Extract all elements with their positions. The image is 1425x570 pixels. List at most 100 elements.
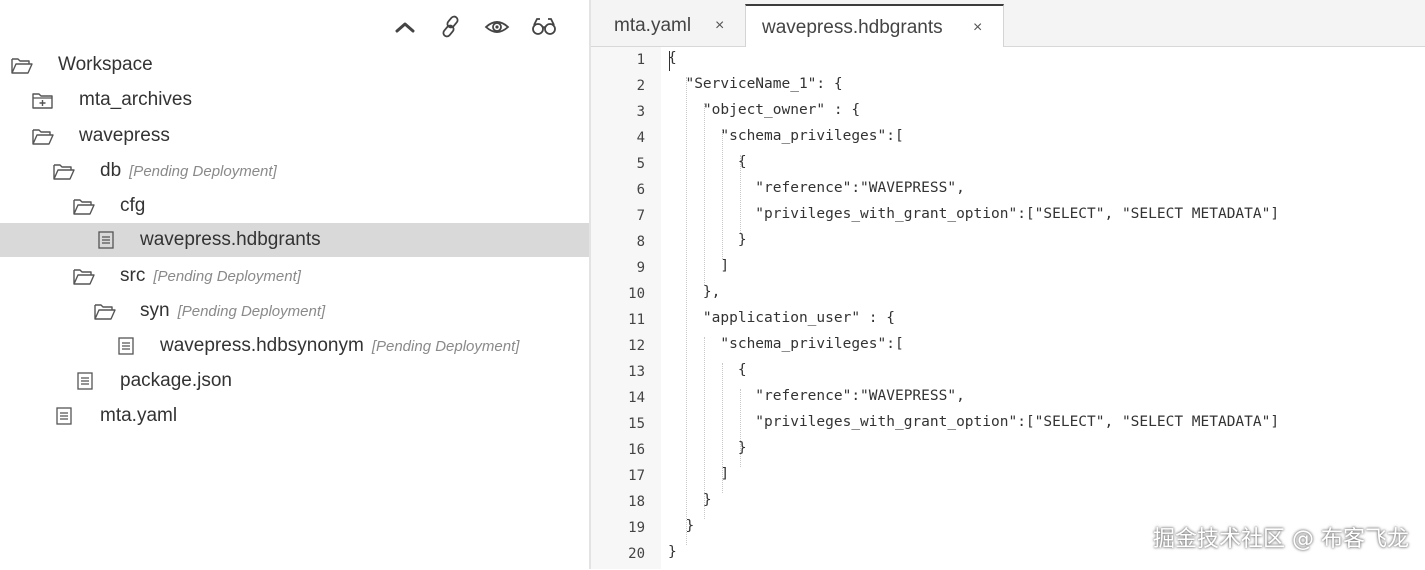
code-line: { bbox=[668, 362, 747, 378]
tree-item-cfg[interactable]: cfg bbox=[0, 189, 589, 223]
file-icon bbox=[53, 406, 75, 426]
folder-open-icon bbox=[11, 55, 33, 75]
code-line: }, bbox=[668, 284, 721, 300]
code-line: "ServiceName_1": { bbox=[668, 76, 843, 92]
code-line: ] bbox=[668, 258, 730, 274]
file-icon bbox=[74, 371, 96, 391]
collapse-up-icon[interactable] bbox=[392, 14, 418, 40]
code-line: "privileges_with_grant_option":["SELECT"… bbox=[668, 414, 1280, 430]
indent-guide bbox=[704, 337, 705, 519]
code-line: "object_owner" : { bbox=[668, 102, 861, 118]
tab-mta-yaml[interactable]: mta.yaml × bbox=[599, 4, 745, 46]
file-icon bbox=[95, 230, 117, 250]
tree-item-src[interactable]: src [Pending Deployment] bbox=[0, 259, 589, 293]
text-cursor bbox=[669, 51, 670, 71]
watermark-text: 掘金技术社区 @ 布客飞龙 bbox=[1153, 527, 1409, 552]
indent-guide bbox=[722, 363, 723, 493]
line-number: 9 bbox=[636, 260, 645, 276]
code-line: "reference":"WAVEPRESS", bbox=[668, 388, 965, 404]
tree-item-status: [Pending Deployment] bbox=[177, 303, 326, 320]
code-line: } bbox=[668, 544, 677, 560]
tree-item-mta-archives[interactable]: mta_archives bbox=[0, 83, 589, 117]
tree-item-status: [Pending Deployment] bbox=[153, 268, 301, 285]
folder-open-icon bbox=[73, 196, 95, 216]
file-explorer: Workspace mta_archives wavepress db [Pend… bbox=[0, 0, 589, 569]
indent-guide bbox=[740, 389, 741, 467]
indent-guide bbox=[722, 129, 723, 259]
folder-open-icon bbox=[32, 126, 54, 146]
tab-label: wavepress.hdbgrants bbox=[762, 17, 943, 38]
tree-item-label: wavepress bbox=[79, 125, 170, 146]
tree-item-label: cfg bbox=[120, 195, 146, 216]
folder-plus-icon bbox=[32, 90, 54, 110]
line-number: 8 bbox=[636, 234, 645, 250]
tab-label: mta.yaml bbox=[614, 15, 692, 36]
tree-item-label: wavepress.hdbsynonym bbox=[160, 335, 364, 356]
close-icon[interactable]: × bbox=[973, 19, 983, 36]
code-line: "schema_privileges":[ bbox=[668, 336, 904, 352]
line-number: 14 bbox=[628, 390, 645, 406]
tree-item-label: wavepress.hdbgrants bbox=[140, 229, 321, 250]
code-line: } bbox=[668, 492, 712, 508]
tree-item-package-json[interactable]: package.json bbox=[0, 364, 589, 398]
tab-wavepress-hdbgrants[interactable]: wavepress.hdbgrants × bbox=[745, 4, 1004, 47]
tree-item-wavepress-hdbsynonym[interactable]: wavepress.hdbsynonym [Pending Deployment] bbox=[0, 329, 589, 363]
indent-guide bbox=[704, 103, 705, 285]
editor-tab-bar: mta.yaml × wavepress.hdbgrants × bbox=[591, 0, 1425, 47]
line-number: 16 bbox=[628, 442, 645, 458]
folder-open-icon bbox=[94, 301, 116, 321]
close-icon[interactable]: × bbox=[715, 17, 725, 34]
explorer-toolbar bbox=[0, 10, 589, 44]
pane-divider[interactable] bbox=[589, 0, 591, 569]
line-number: 11 bbox=[628, 312, 645, 328]
tree-item-status: [Pending Deployment] bbox=[129, 163, 277, 180]
code-line: "application_user" : { bbox=[668, 310, 895, 326]
tree-item-label: db bbox=[100, 160, 122, 181]
tree-item-label: Workspace bbox=[58, 54, 153, 75]
code-line: ] bbox=[668, 466, 730, 482]
code-line: { bbox=[668, 154, 747, 170]
tree-item-label: mta_archives bbox=[79, 89, 192, 110]
code-line: } bbox=[668, 518, 695, 534]
line-number: 19 bbox=[628, 520, 645, 536]
code-editor: mta.yaml × wavepress.hdbgrants × 1 2 3 4… bbox=[591, 0, 1425, 569]
line-number: 13 bbox=[628, 364, 645, 380]
line-number: 2 bbox=[636, 78, 645, 94]
code-area[interactable]: { "ServiceName_1": { "object_owner" : { … bbox=[663, 47, 1425, 569]
tree-item-wavepress[interactable]: wavepress bbox=[0, 119, 589, 153]
line-number: 6 bbox=[636, 182, 645, 198]
tree-item-label: mta.yaml bbox=[100, 405, 178, 426]
code-line: "privileges_with_grant_option":["SELECT"… bbox=[668, 206, 1280, 222]
tree-item-wavepress-hdbgrants[interactable]: wavepress.hdbgrants bbox=[0, 223, 589, 257]
line-number: 15 bbox=[628, 416, 645, 432]
line-number-gutter: 1 2 3 4 5 6 7 8 9 10 11 12 13 14 15 16 1… bbox=[591, 47, 661, 569]
line-number: 5 bbox=[636, 156, 645, 172]
folder-open-icon bbox=[53, 161, 75, 181]
eye-icon[interactable] bbox=[484, 14, 510, 40]
tree-item-label: syn bbox=[140, 300, 170, 321]
tree-item-label: package.json bbox=[120, 370, 232, 391]
link-icon[interactable] bbox=[438, 14, 464, 40]
folder-open-icon bbox=[73, 266, 95, 286]
indent-guide bbox=[740, 155, 741, 233]
code-line: { bbox=[668, 50, 677, 66]
line-number: 3 bbox=[636, 104, 645, 120]
code-line: } bbox=[668, 232, 747, 248]
indent-guide bbox=[686, 77, 687, 545]
code-line: "reference":"WAVEPRESS", bbox=[668, 180, 965, 196]
tree-item-workspace[interactable]: Workspace bbox=[0, 48, 589, 82]
tree-item-db[interactable]: db [Pending Deployment] bbox=[0, 154, 589, 188]
line-number: 4 bbox=[636, 130, 645, 146]
tree-item-status: [Pending Deployment] bbox=[371, 338, 520, 355]
line-number: 20 bbox=[628, 546, 645, 562]
tree-item-mta-yaml[interactable]: mta.yaml bbox=[0, 399, 589, 433]
tree-item-syn[interactable]: syn [Pending Deployment] bbox=[0, 294, 589, 328]
tree-item-label: src bbox=[120, 265, 146, 286]
line-number: 12 bbox=[628, 338, 645, 354]
glasses-icon[interactable] bbox=[531, 14, 557, 40]
line-number: 7 bbox=[636, 208, 645, 224]
line-number: 18 bbox=[628, 494, 645, 510]
line-number: 1 bbox=[636, 52, 645, 68]
line-number: 10 bbox=[628, 286, 645, 302]
code-line: } bbox=[668, 440, 747, 456]
